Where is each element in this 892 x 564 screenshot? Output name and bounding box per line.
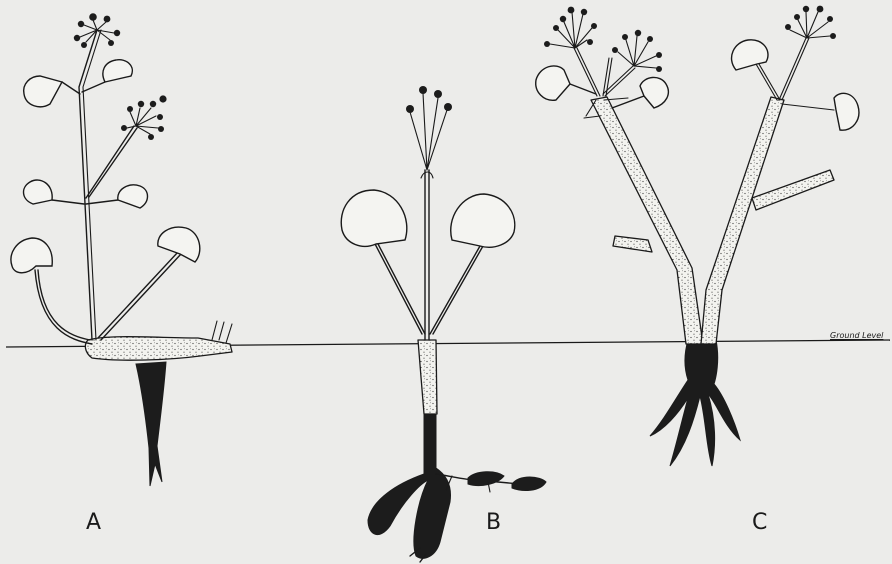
ground-level-label: Ground Level <box>830 332 883 340</box>
plant-b <box>341 86 546 562</box>
plant-c-roots <box>650 340 740 466</box>
plant-c <box>536 6 859 466</box>
plant-b-umbel <box>406 86 452 170</box>
plant-a-taproot <box>136 362 166 486</box>
plant-a-leaf <box>24 180 53 204</box>
plant-b-leaf-left <box>341 190 407 246</box>
plant-b-root <box>368 414 450 558</box>
plant-c-leaf <box>640 77 668 108</box>
plant-a-leaf <box>11 238 52 273</box>
plant-c-leaf <box>536 66 570 100</box>
plant-c-umbel <box>785 6 836 39</box>
panel-label-a: A <box>86 512 101 534</box>
plant-c-leaf <box>732 40 768 70</box>
plant-c-umbel <box>544 7 597 48</box>
plant-a-umbel-side <box>121 95 167 140</box>
plant-b-leaf-right <box>451 194 515 247</box>
plant-a <box>11 13 232 486</box>
plant-a-leaf <box>118 185 148 208</box>
plant-c-branch-cut <box>752 170 834 210</box>
plant-a-rhizome <box>85 337 232 360</box>
plant-c-stem-right <box>701 97 784 344</box>
plant-a-leaf <box>24 76 62 107</box>
plant-b-stem-base <box>418 340 437 414</box>
plant-c-leaf <box>834 93 859 130</box>
plant-a-shoot <box>212 321 232 343</box>
plant-c-stem-left <box>591 97 703 344</box>
panel-label-b: B <box>486 512 501 534</box>
plant-a-leaf <box>103 60 132 82</box>
plant-c-umbel <box>612 30 662 72</box>
panel-label-c: C <box>752 512 767 534</box>
plant-c-branch-cut <box>613 236 652 252</box>
